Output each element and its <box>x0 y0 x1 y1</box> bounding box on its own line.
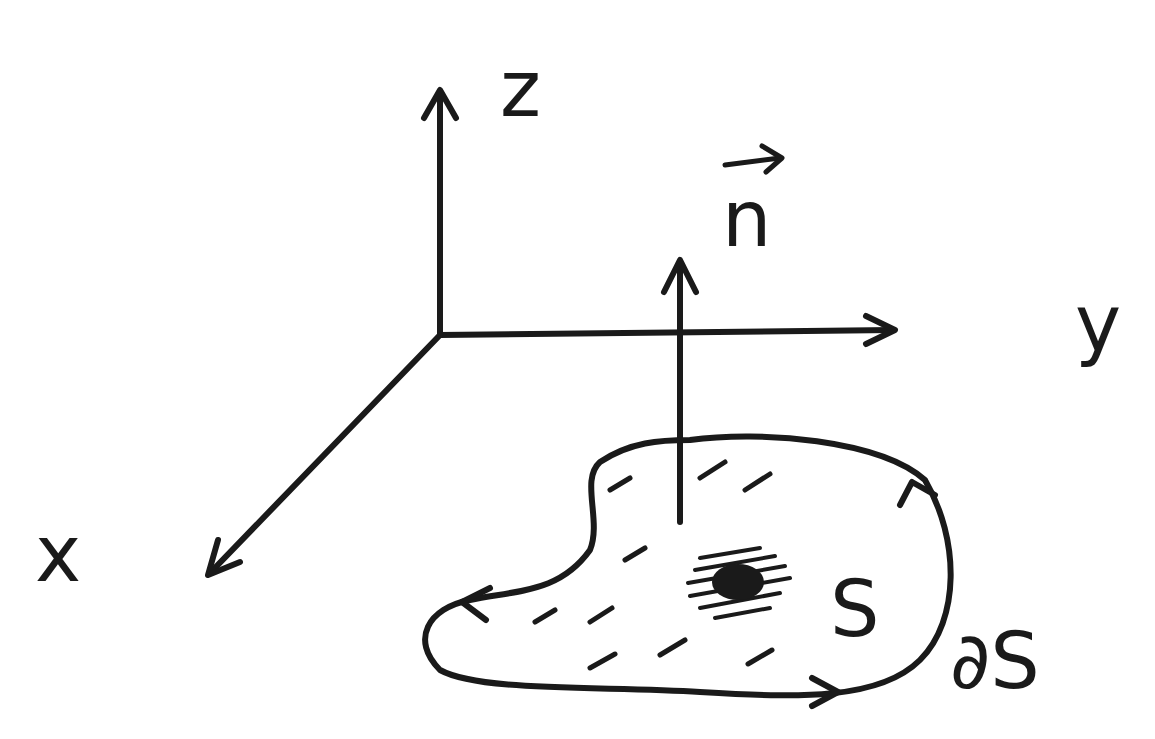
y-arrowhead <box>866 316 895 344</box>
surface-boundary <box>425 436 951 695</box>
z-arrowhead <box>424 90 456 118</box>
surface-shading <box>535 462 772 668</box>
boundary-arrow <box>900 482 935 505</box>
axis-label: y <box>1075 285 1121 363</box>
axis-label: x <box>35 515 81 593</box>
x-arrowhead <box>208 540 240 575</box>
normal-arrowhead <box>664 260 696 292</box>
y-axis <box>440 330 893 335</box>
vector-label: n <box>722 180 771 258</box>
surface-label: S <box>830 570 880 648</box>
x-axis <box>210 335 440 573</box>
boundary-arrow <box>812 678 838 706</box>
axis-label: z <box>500 50 541 128</box>
vector-accent-head <box>762 146 782 172</box>
surface-element-hatching <box>688 548 790 618</box>
boundary-label: ∂S <box>950 622 1040 700</box>
boundary-arrow <box>462 588 490 620</box>
normal-vector <box>677 262 683 522</box>
z-axis <box>437 92 443 335</box>
surface-element <box>712 564 764 600</box>
